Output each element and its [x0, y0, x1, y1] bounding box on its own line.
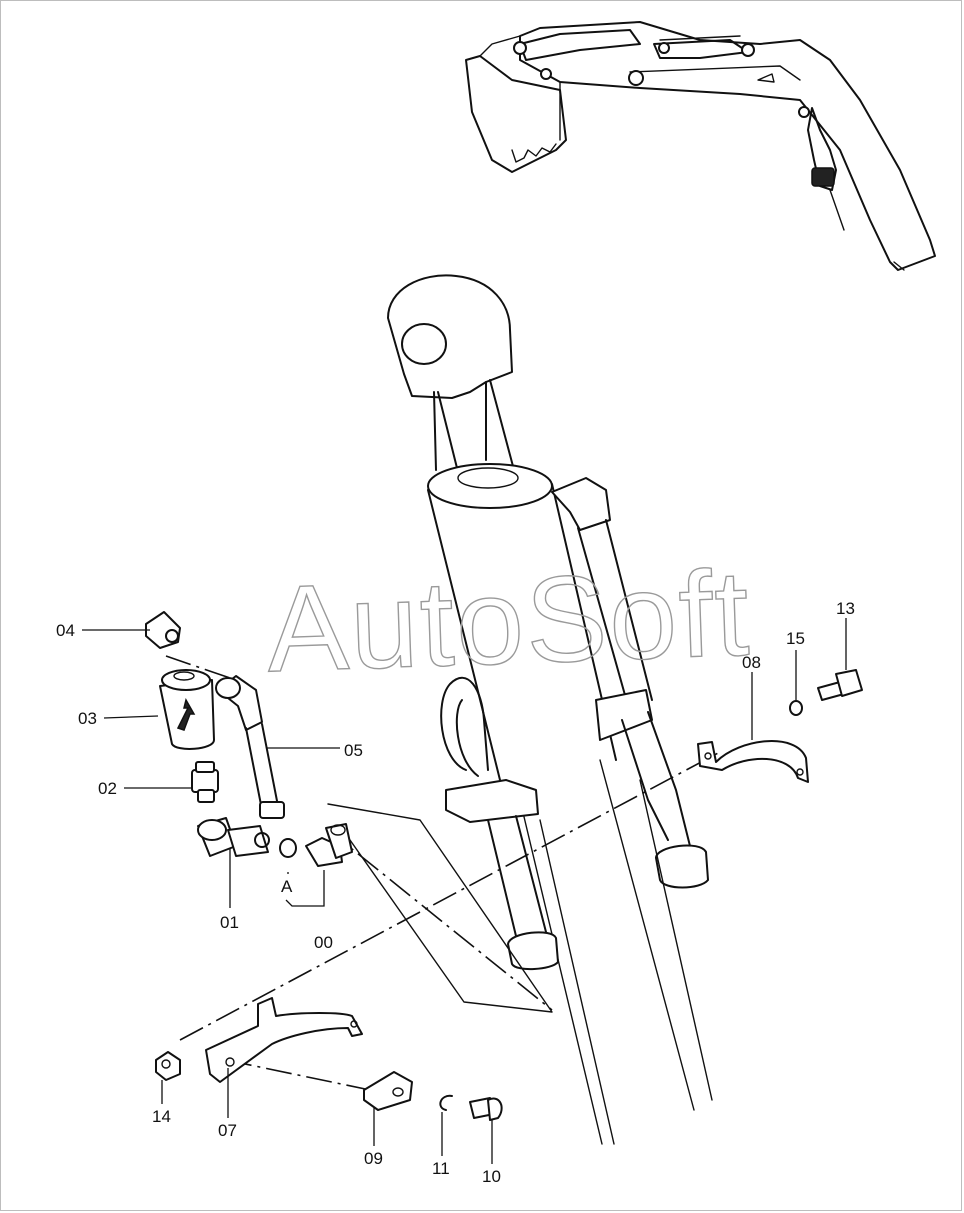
- callout-04: 04: [56, 621, 75, 640]
- part-15-washer: [789, 700, 803, 716]
- part-07-clamp: [205, 997, 363, 1083]
- callout-09: 09: [364, 1149, 383, 1168]
- callout-07: 07: [218, 1121, 237, 1140]
- callout-13: 13: [836, 599, 855, 618]
- watermark: AutoSoft: [265, 545, 753, 698]
- part-01-elbow-fitting: [197, 817, 270, 857]
- callout-01: 01: [220, 913, 239, 932]
- callout-11: 11: [432, 1159, 450, 1178]
- callout-15: 15: [786, 629, 805, 648]
- hydraulic-cylinder: [387, 274, 713, 1145]
- part-02-adapter: [191, 761, 219, 803]
- callout-10: 10: [482, 1167, 501, 1186]
- part-03-check-valve: [159, 669, 215, 750]
- callout-05: 05: [344, 741, 363, 760]
- part-11-snap-ring: [439, 1094, 453, 1111]
- leader-lines: [82, 618, 847, 1164]
- part-10-bolt: [469, 1097, 503, 1121]
- callout-08: 08: [742, 653, 761, 672]
- callout-14: 14: [152, 1107, 171, 1126]
- callout-labels: 04 03 02 01 00 A 05 08 15 13 14 07 09 11…: [56, 599, 855, 1186]
- callout-03: 03: [78, 709, 97, 728]
- part-A-oring: [279, 838, 297, 858]
- reference-lines: [165, 655, 721, 1091]
- part-09-clip: [363, 1071, 413, 1111]
- part-08-clamp: [697, 740, 809, 783]
- callout-A: A: [281, 877, 293, 896]
- part-00-swivel-elbow: [305, 823, 353, 867]
- part-04-elbow: [145, 611, 181, 649]
- callout-02: 02: [98, 779, 117, 798]
- part-13-bolt: [817, 669, 863, 701]
- callout-00: 00: [314, 933, 333, 952]
- part-05-tube: [215, 675, 285, 819]
- part-14-nut: [155, 1051, 181, 1081]
- excavator-arm-overview: [465, 21, 936, 271]
